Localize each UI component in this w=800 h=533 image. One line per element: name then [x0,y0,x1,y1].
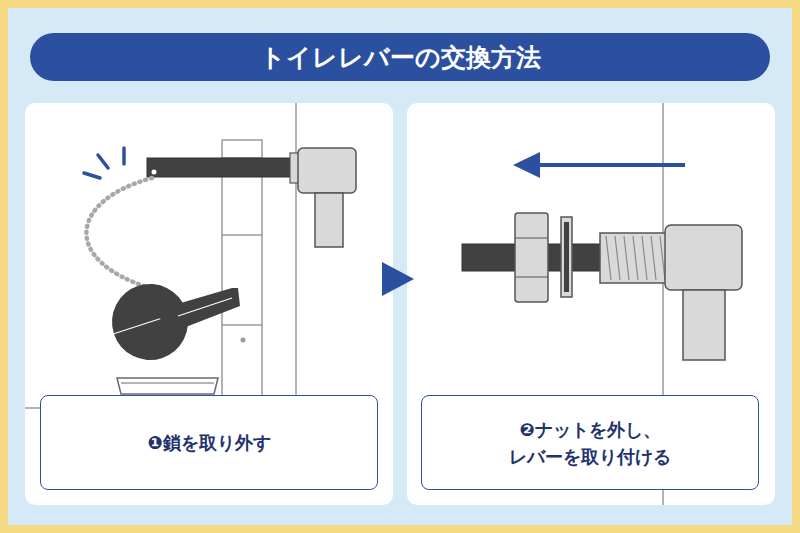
title-text: トイレレバーの交換方法 [260,41,541,74]
caption-box: ❶鎖を取り外す [40,395,378,490]
caption-box: ❷ナットを外し、 レバーを取り付ける [421,395,759,490]
step-arrow [382,262,414,296]
right-panel [407,103,775,505]
tank-illustration [25,103,356,410]
background [8,8,792,525]
caption-text: ❷ナットを外し、 レバーを取り付ける [480,416,700,470]
title-band: トイレレバーの交換方法 [30,33,770,81]
left-panel [25,103,393,505]
caption-text: ❶鎖を取り外す [147,429,270,456]
